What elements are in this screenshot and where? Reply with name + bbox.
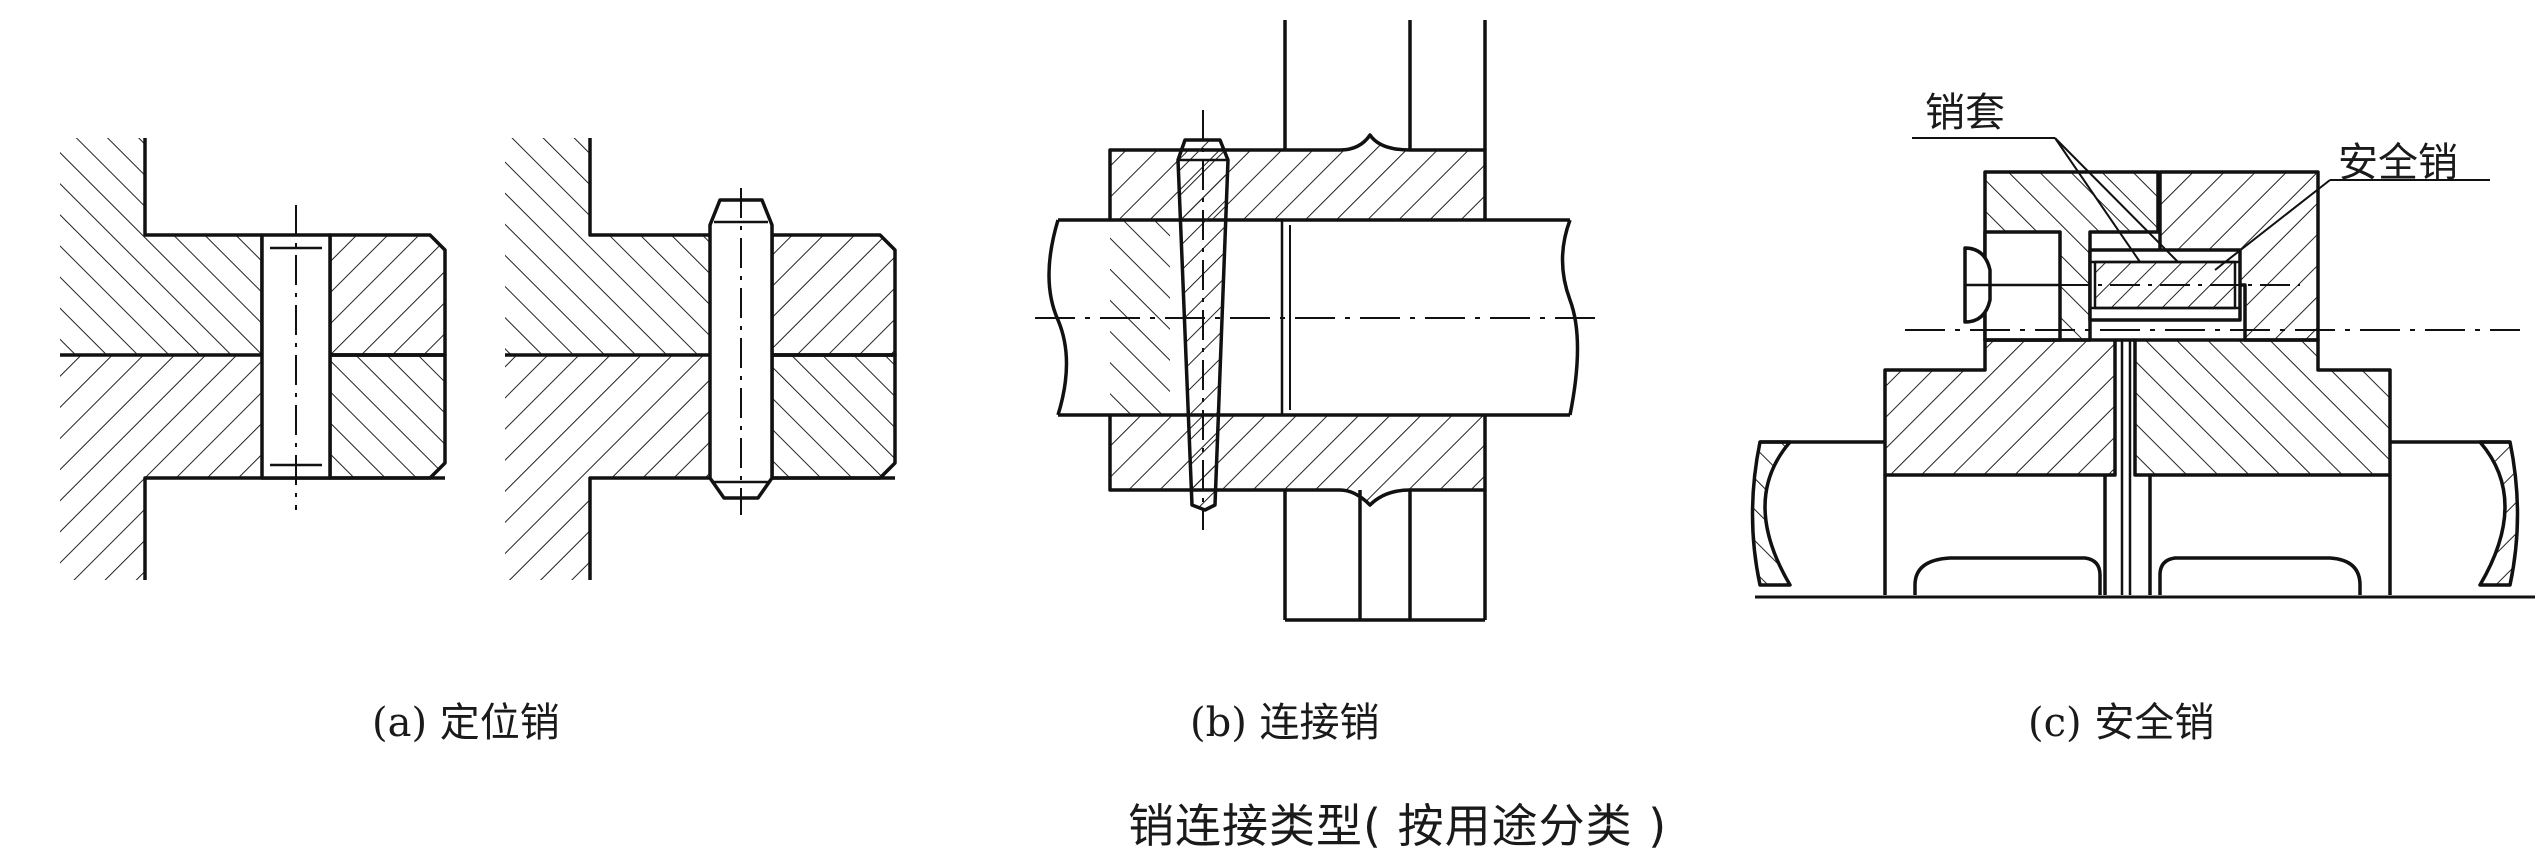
figure-b-connecting-pin	[1035, 20, 1600, 622]
safety-pin-label: 安全销	[2338, 140, 2458, 186]
figure-a-locating-pins	[60, 138, 897, 580]
caption-locating-pin: (a) 定位销	[372, 700, 560, 746]
caption-connecting-pin: (b) 连接销	[1190, 700, 1380, 746]
caption-safety-pin: (c) 安全销	[2028, 700, 2215, 746]
figure-c-safety-pin	[1750, 137, 2535, 599]
sleeve-label: 销套	[1925, 90, 2005, 136]
main-caption: 销连接类型( 按用途分类 )	[1128, 799, 1668, 853]
